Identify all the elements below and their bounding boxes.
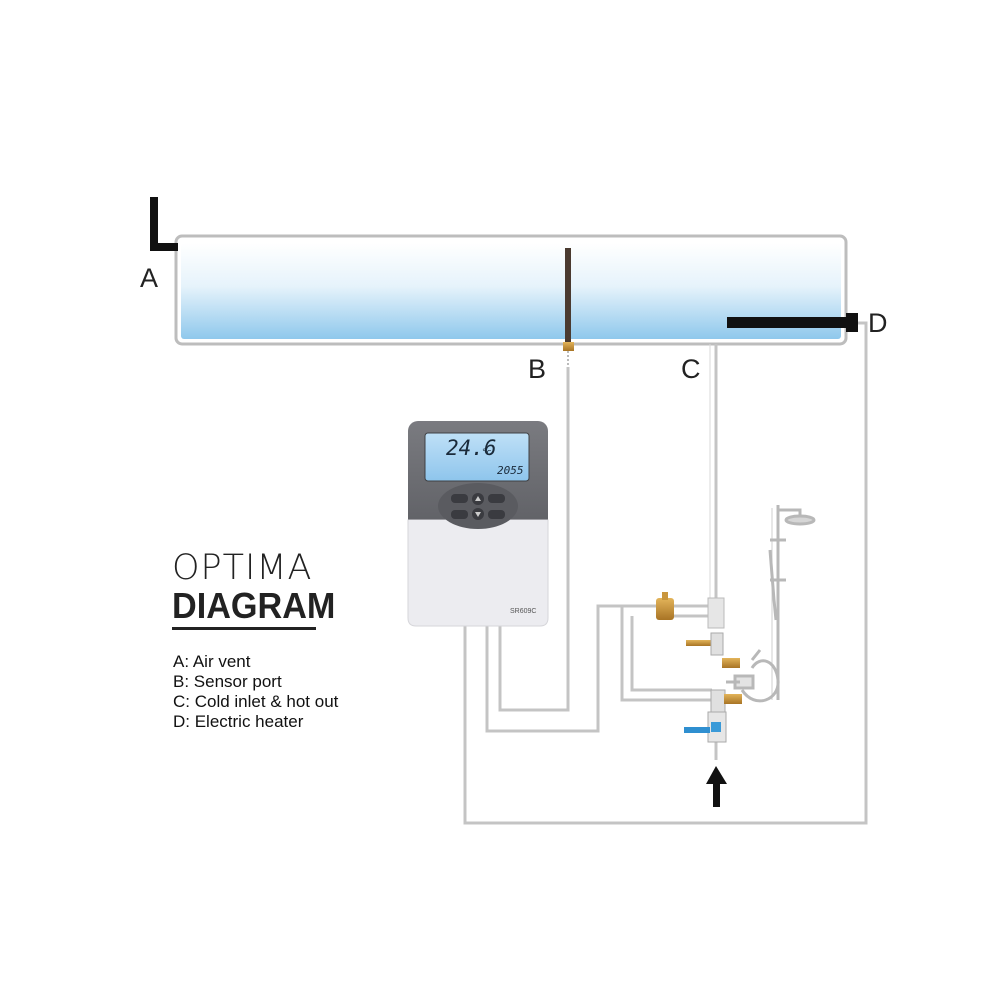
brand-divider [172, 627, 316, 630]
controller-screen [424, 432, 530, 482]
btn-clock [451, 494, 468, 503]
brand-subtitle: DIAGRAM [172, 585, 336, 626]
brand-title: OPTIMA [172, 548, 313, 588]
solar-controller [407, 421, 549, 627]
sensor-rod [563, 248, 574, 367]
electric-heater [727, 313, 858, 332]
controller-display-temperature: 24.6 [446, 436, 497, 460]
legend: A: Air vent B: Sensor port C: Cold inlet… [173, 652, 338, 732]
water-tank [174, 234, 848, 346]
fittings [656, 592, 742, 743]
btn-esc [451, 510, 468, 519]
legend-item-a: A: Air vent [173, 652, 251, 671]
label-d: D [868, 308, 888, 338]
legend-item-b: B: Sensor port [173, 672, 282, 691]
btn-ok [488, 510, 505, 519]
valve-handle [684, 727, 710, 733]
label-c: C [681, 354, 701, 384]
controller-display-secondary: 2055 [497, 464, 524, 477]
air-vent-icon [150, 197, 178, 251]
controller-model-label: SR609C [510, 608, 537, 615]
btn-set [488, 494, 505, 503]
controller-buttons [438, 483, 518, 529]
label-b: B [528, 354, 547, 384]
legend-item-c: C: Cold inlet & hot out [173, 692, 339, 711]
label-a: A [140, 263, 159, 293]
shower-icon [726, 505, 816, 703]
legend-item-d: D: Electric heater [173, 712, 304, 731]
controller-display-unit: °c [482, 448, 492, 458]
up-arrow-icon [706, 766, 727, 807]
